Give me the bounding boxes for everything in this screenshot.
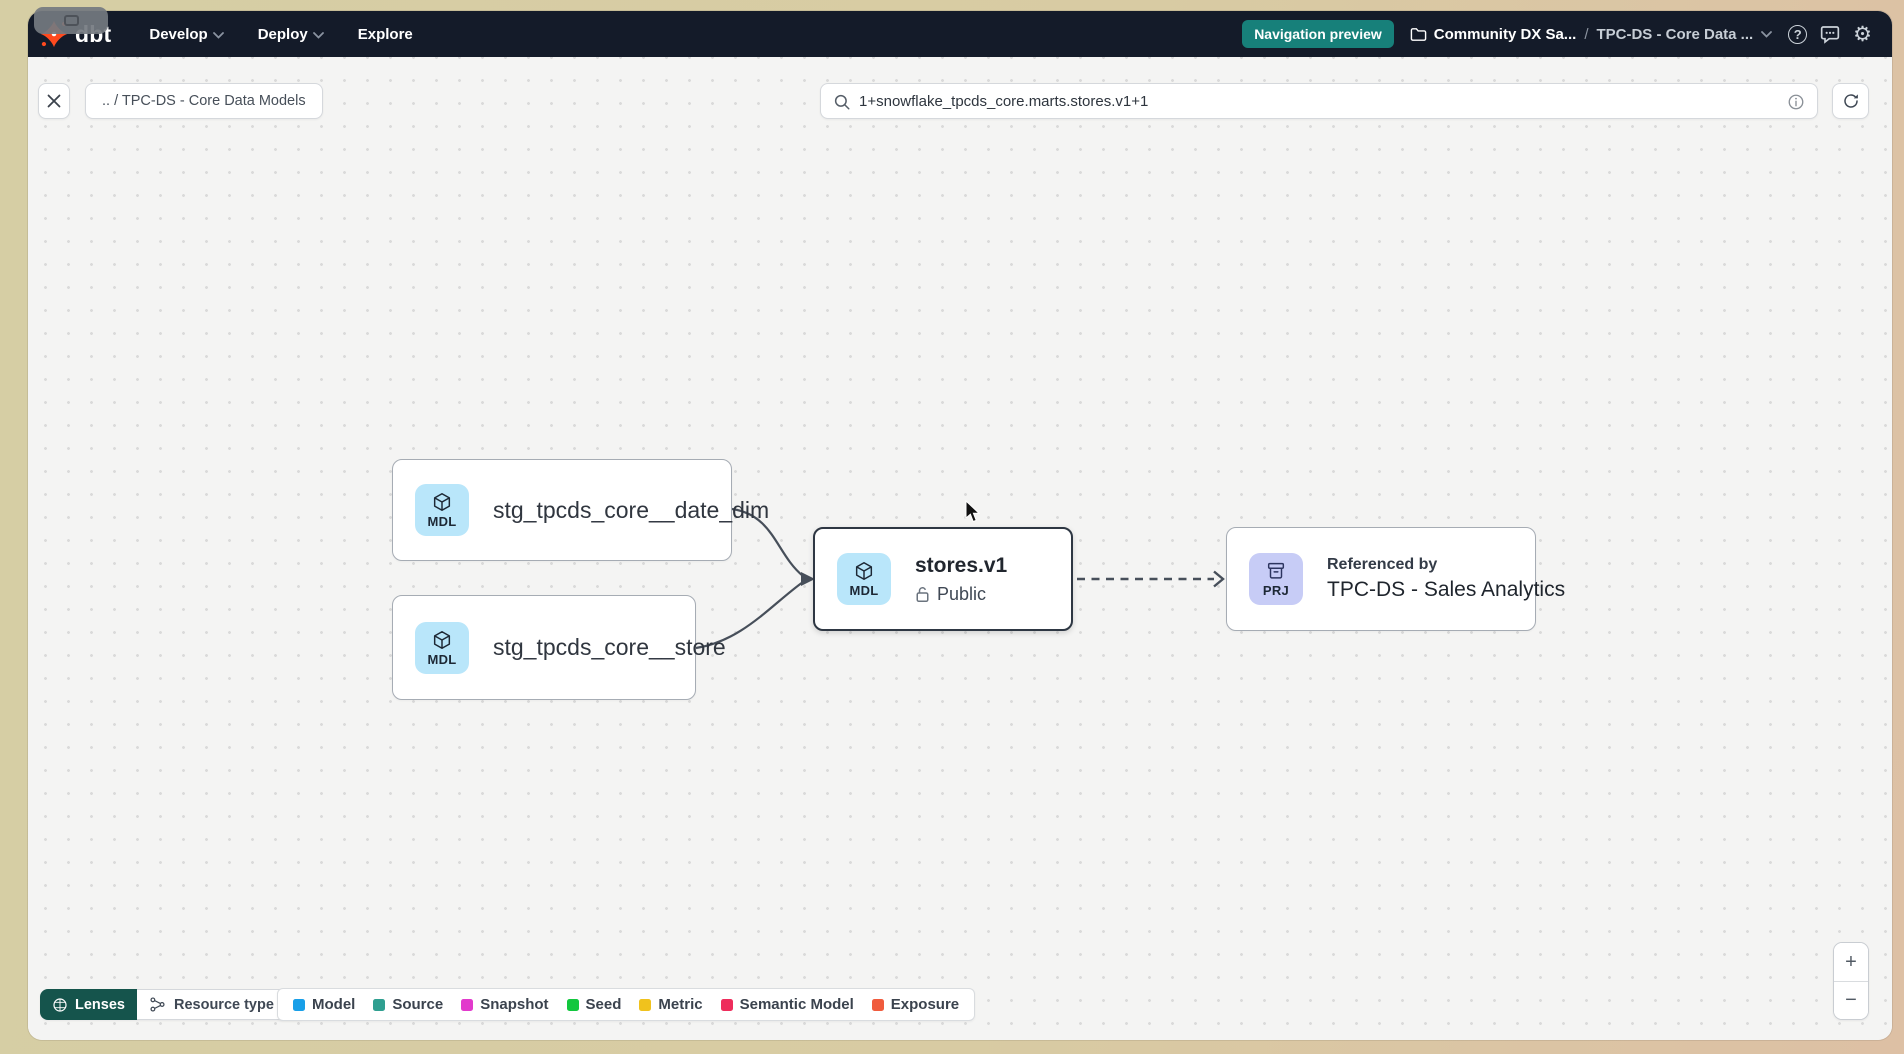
nav-item-deploy[interactable]: Deploy — [258, 26, 324, 43]
lineage-edges — [695, 507, 1225, 650]
legend-label: Seed — [585, 996, 622, 1013]
selector-search-input[interactable] — [859, 92, 1777, 110]
project-name[interactable]: TPC-DS - Core Data ... — [1596, 25, 1754, 43]
model-badge: MDL — [415, 484, 469, 536]
arrowhead-icon — [801, 572, 815, 586]
refresh-lineage-button[interactable] — [1832, 83, 1869, 119]
close-lineage-button[interactable] — [38, 83, 70, 119]
legend-label: Snapshot — [480, 996, 549, 1013]
refresh-icon — [1843, 94, 1858, 108]
close-icon — [47, 94, 61, 108]
legend-swatch-icon — [639, 998, 652, 1011]
project-badge: PRJ — [1249, 553, 1303, 605]
breadcrumb-chip[interactable]: .. / TPC-DS - Core Data Models — [85, 83, 323, 119]
legend-label: Exposure — [890, 996, 960, 1013]
legend-item: Seed — [566, 996, 622, 1013]
legend-item: Semantic Model — [720, 996, 854, 1013]
node-stg-tpcds-core-date-dim[interactable]: MDL stg_tpcds_core__date_dim — [392, 459, 769, 561]
node-label: stg_tpcds_core__date_dim — [493, 496, 770, 523]
navigation-preview-badge[interactable]: Navigation preview — [1242, 20, 1394, 48]
lens-icon — [53, 997, 67, 1012]
canvas-controls: Lenses Resource type — [40, 989, 306, 1020]
zoom-controls: + − — [1833, 942, 1869, 1020]
zoom-in-button[interactable]: + — [1834, 943, 1868, 981]
resource-legend: Model Source Snapshot Seed Metric Semantic Mo… — [277, 988, 976, 1021]
resource-type-icon — [150, 997, 165, 1012]
account-breadcrumb: Community DX Sa... / TPC-DS - Core Data … — [1410, 25, 1773, 43]
lineage-canvas[interactable]: MDL stg_tpcds_core__date_dim MDL stg_tpc… — [28, 57, 1892, 1040]
arrowhead-icon — [1213, 570, 1225, 588]
legend-label: Model — [312, 996, 356, 1013]
legend-item: Metric — [639, 996, 703, 1013]
account-name[interactable]: Community DX Sa... — [1410, 26, 1576, 43]
cube-icon — [433, 493, 451, 511]
node-stores-v1[interactable]: MDL stores.v1 Public — [813, 527, 1073, 631]
zoom-out-button[interactable]: − — [1834, 981, 1868, 1019]
legend-swatch-icon — [871, 998, 884, 1011]
chevron-down-icon — [312, 31, 324, 39]
chevron-down-icon — [212, 31, 224, 39]
breadcrumb: .. / TPC-DS - Core Data Models — [102, 93, 306, 109]
nav-item-explore[interactable]: Explore — [357, 25, 413, 43]
help-icon[interactable]: ? — [1788, 24, 1808, 44]
lock-open-icon — [916, 586, 929, 602]
legend-item: Source — [373, 996, 443, 1013]
model-badge: MDL — [837, 553, 891, 605]
node-title: stores.v1 — [915, 553, 1008, 577]
legend-swatch-icon — [720, 998, 733, 1011]
cube-icon — [433, 630, 451, 649]
info-icon[interactable] — [1787, 93, 1805, 111]
node-kicker: Referenced by — [1327, 556, 1438, 573]
model-badge: MDL — [415, 621, 469, 674]
node-access: Public — [915, 584, 1007, 605]
legend-swatch-icon — [461, 998, 474, 1011]
legend-label: Metric — [658, 996, 703, 1013]
node-label: TPC-DS - Sales Analytics — [1327, 578, 1566, 601]
legend-swatch-icon — [373, 998, 386, 1011]
node-label: stg_tpcds_core__store — [493, 634, 726, 660]
feedback-icon[interactable] — [1820, 25, 1840, 44]
folder-icon — [1410, 27, 1427, 41]
dbt-app-window: dbt Develop Deploy Explore Navigation pr… — [28, 11, 1892, 1040]
node-tpcds-sales-analytics[interactable]: PRJ Referenced by TPC-DS - Sales Analyti… — [1226, 527, 1565, 631]
legend-label: Source — [392, 996, 444, 1013]
settings-gear-icon[interactable]: ⚙ — [1853, 22, 1872, 46]
legend-item: Snapshot — [461, 996, 549, 1013]
mouse-cursor — [965, 500, 981, 523]
node-stg-tpcds-core-store[interactable]: MDL stg_tpcds_core__store — [392, 595, 726, 700]
search-icon — [834, 94, 850, 110]
legend-item: Exposure — [871, 996, 960, 1013]
lenses-button[interactable]: Lenses — [40, 989, 137, 1020]
legend-label: Semantic Model — [739, 996, 854, 1013]
chevron-down-icon[interactable] — [1761, 30, 1773, 38]
tab-preview-icon — [63, 15, 79, 26]
legend-item: Model — [293, 996, 355, 1013]
window-overlay-pill — [34, 7, 108, 34]
lineage-search-bar — [820, 83, 1818, 119]
nav-item-develop[interactable]: Develop — [149, 26, 224, 43]
breadcrumb-separator: / — [1584, 25, 1589, 43]
archive-icon — [1267, 562, 1285, 579]
top-nav: dbt Develop Deploy Explore Navigation pr… — [28, 11, 1892, 57]
legend-swatch-icon — [293, 998, 305, 1011]
cube-icon — [855, 562, 873, 580]
legend-swatch-icon — [566, 998, 579, 1011]
